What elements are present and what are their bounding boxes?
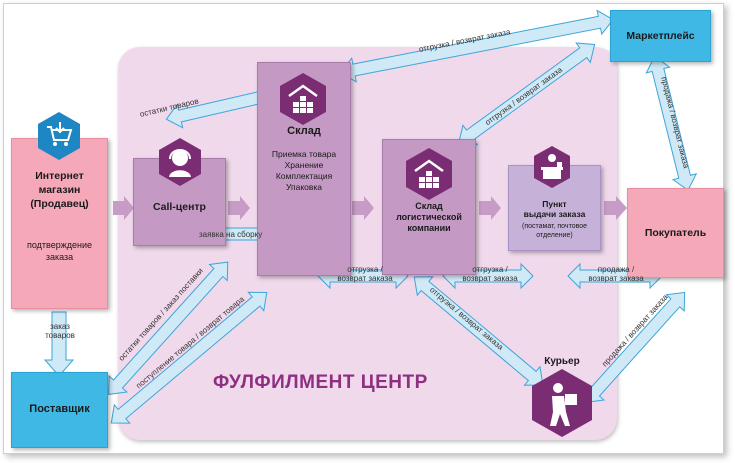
label-sale-return-pickup-buyer: продажа / возврат заказа (585, 265, 647, 283)
label-line-1: отгрузка / (472, 265, 508, 274)
label-line-2: возврат заказа (337, 274, 393, 283)
warehouse-line-2: Хранение (284, 160, 324, 170)
node-buyer: Покупатель (627, 188, 724, 278)
warehouse-line-1: Приемка товара (271, 149, 337, 159)
pickup-title-line-2: выдачи заказа (523, 209, 586, 219)
flow-arrow-logistics-to-pickup (479, 196, 501, 220)
flow-arrow-callcenter-to-warehouse (228, 196, 250, 220)
pickup-title-line-1: Пункт (542, 199, 567, 209)
logistics-title-line-1: Склад (415, 201, 443, 211)
label-line-1: продажа / (597, 265, 635, 274)
label-line-2: возврат заказа (462, 274, 518, 283)
flow-arrow-pickup-to-buyer (604, 196, 627, 220)
logistics-title-line-3: компании (407, 223, 451, 233)
label-assembly-request: заявка на сборку (199, 230, 263, 239)
warehouse-line-4: Упаковка (285, 182, 323, 192)
arrow-warehouse-marketplace (339, 9, 614, 83)
arrow-supplier-warehouse-2 (110, 291, 268, 424)
arrow-courier-buyer (585, 291, 686, 403)
label-line-1: отгрузка / (347, 265, 383, 274)
flow-arrow-shop-to-callcenter (113, 196, 134, 220)
warehouse-icon (280, 73, 326, 125)
node-supplier: Поставщик (11, 372, 108, 448)
order-goods-line-1: заказ (50, 322, 70, 331)
pickup-sub-line-1: (постамат, почтовое (521, 223, 588, 230)
label-order-goods: заказ товаров (40, 322, 80, 340)
shop-sub-line-2: заказа (45, 252, 74, 262)
pickup-sub-line-2: отделение) (536, 232, 573, 239)
warehouse-line-3: Комплектация (275, 171, 333, 181)
shop-title-line-1: Интернет (35, 170, 84, 182)
label-ship-return-warehouse-logistics: отгрузка / возврат заказа (335, 265, 395, 283)
callcenter-title: Call-центр (153, 201, 206, 213)
shop-sub-line-1: подтверждение (26, 240, 93, 250)
node-marketplace: Маркетплейс (610, 10, 711, 62)
buyer-title: Покупатель (644, 227, 707, 239)
cart-icon (38, 112, 80, 160)
label-ship-return-logistics-pickup: отгрузка / возврат заказа (460, 265, 520, 283)
logistics-title-line-2: логистической (396, 212, 462, 222)
flow-arrow-warehouse-to-logistics (352, 196, 374, 220)
shop-title-line-2: магазин (38, 184, 81, 196)
label-line-2: возврат заказа (588, 274, 644, 283)
shop-title-line-3: (Продавец) (30, 198, 89, 210)
operator-icon (159, 138, 201, 186)
arrow-supplier-warehouse-1 (108, 261, 229, 395)
order-goods-line-2: товаров (45, 331, 75, 340)
marketplace-title: Маркетплейс (626, 30, 695, 42)
arrow-logistics-marketplace (458, 42, 596, 146)
pickup-point-icon (534, 146, 570, 188)
courier-icon (532, 369, 592, 437)
node-online-shop: Интернет магазин (Продавец) подтверждени… (11, 138, 108, 309)
warehouse-title: Склад (287, 125, 321, 137)
supplier-title: Поставщик (29, 403, 90, 415)
fulfillment-center-title: ФУЛФИЛМЕНТ ЦЕНТР (213, 372, 428, 393)
arrow-logistics-courier (413, 276, 544, 386)
courier-title: Курьер (544, 356, 580, 367)
arrow-shop-to-supplier (43, 311, 75, 377)
warehouse-icon (406, 148, 452, 200)
